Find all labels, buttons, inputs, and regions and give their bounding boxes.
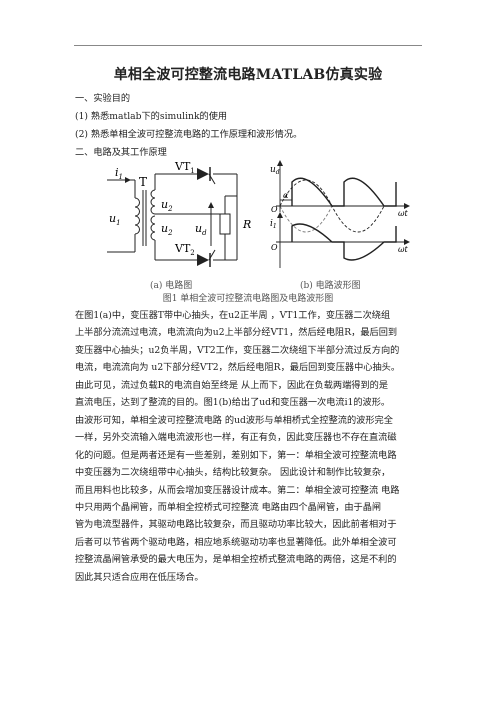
paragraph-line: 控整流晶闸管承受的最大电压为，是单相全控桥式整流电路的两倍，这是不利的 [75,554,397,566]
label-wave-ud: ud [270,165,280,176]
paragraph-line: 中变压器为二次绕组带中心抽头，结构比较复杂。 因此设计和制作比较复杂， [75,467,391,479]
paragraph-line: 因此其只适合应用在低压场合。 [75,571,204,583]
label-i1: i1 [115,166,123,181]
paragraph-line: 而且用料也比较多，从而会增加变压器设计成本。第二：单相全波可控整流 电路 [75,484,400,496]
paragraph-line: 管为电流型器件，其驱动电路比较复杂，而且驱动功率比较大，因此前者相对于 [75,519,397,531]
purpose-item-2: (2) 熟悉单相全波可控整流电路的工作原理和波形情况。 [75,129,303,140]
label-wave-origin-2: O [271,243,278,252]
thyristor-vt2-icon [197,249,216,267]
paragraph-line: 由此可见，流过负载R的电流自始至终是 从上而下，因此在负载两端得到的是 [75,379,389,391]
section-heading-circuit: 二、电路及其工作原理 [75,147,167,158]
label-wave-origin-1: O [271,205,278,214]
paragraph-comparison: 由波形可知，单相全波可控整流电路 的ud波形与单相桥式全控整流的波形完全 一样，… [75,412,425,586]
figure-caption: 图1 单相全波可控整流电路图及电路波形图 [162,294,334,304]
label-wave-alpha: α [283,191,289,200]
label-wave-omega-t-2: ωt [398,245,409,254]
paragraph-line: 化的问题。但是两者还是有一些差别，差别如下，第一：单相全波可控整流电路 [75,449,397,461]
label-vt2: VT2 [174,242,195,257]
circuit-diagram: i1 T u1 u2 u2 VT1 VT2 ud R [107,160,251,267]
label-resistor: R [242,218,251,231]
paragraph-working-principle: 在图1(a)中，变压器T带中心抽头，在u2正半周 ，VT1工作，变压器二次绕组 … [75,307,425,411]
paragraph-line: 中只用两个晶闸管，而单相全控桥式可控整流 电路由四个晶闸管，由于晶闸 [75,502,382,514]
thyristor-vt1-icon [197,167,216,185]
paragraph-line: 电流，电流流向为 u2下部分经VT2，然后经电阻R，最后回到变压器中心抽头。 [75,362,401,374]
paragraph-line: 直流电压，达到了整流的目的。图1(b)给出了ud和变压器一次电流i1的波形。 [75,397,391,409]
header-rule [74,45,422,46]
label-u2-lower: u2 [161,222,173,237]
paragraph-line: 后者可以节省两个驱动电路，相应地系统驱动功率也显著降低。此外单相全波可 [75,536,397,548]
label-ud: ud [195,222,207,237]
document-title: 单相全波可控整流电路MATLAB仿真实验 [113,67,383,83]
label-wave-omega-t-1: ωt [398,209,409,218]
figure-subcaption-a: (a) 电路图 [150,281,193,291]
label-vt1: VT1 [174,160,195,175]
paragraph-line: 由波形可知，单相全波可控整流电路 的ud波形与单相桥式全控整流的波形完全 [75,415,393,426]
label-transformer: T [139,175,147,189]
label-wave-i1: i1 [270,219,277,230]
label-u1: u1 [109,212,121,227]
paragraph-line: 上半部分流流过电流，电流流向为u2上半部分经VT1，然后经电阻R，最后回到 [75,327,398,339]
purpose-item-1: (1) 熟悉matlab下的simulink的使用 [75,111,228,122]
waveform-diagram: ud ωt ωt O O α i1 [270,160,410,268]
section-heading-purpose: 一、实验目的 [75,93,131,104]
label-u2-upper: u2 [161,198,173,213]
paragraph-line: 变压器中心抽头；u2负半周，VT2工作，变压器二次绕组下半部分流过反方向的 [75,344,400,356]
figure-subcaption-b: (b) 电路波形图 [300,281,361,291]
paragraph-line: 一样，另外交流输入端电流波形也一样，有正有负，因此变压器也不存在直流磁 [75,432,397,444]
paragraph-line: 在图1(a)中，变压器T带中心抽头，在u2正半周 ，VT1工作，变压器二次绕组 [75,310,391,321]
